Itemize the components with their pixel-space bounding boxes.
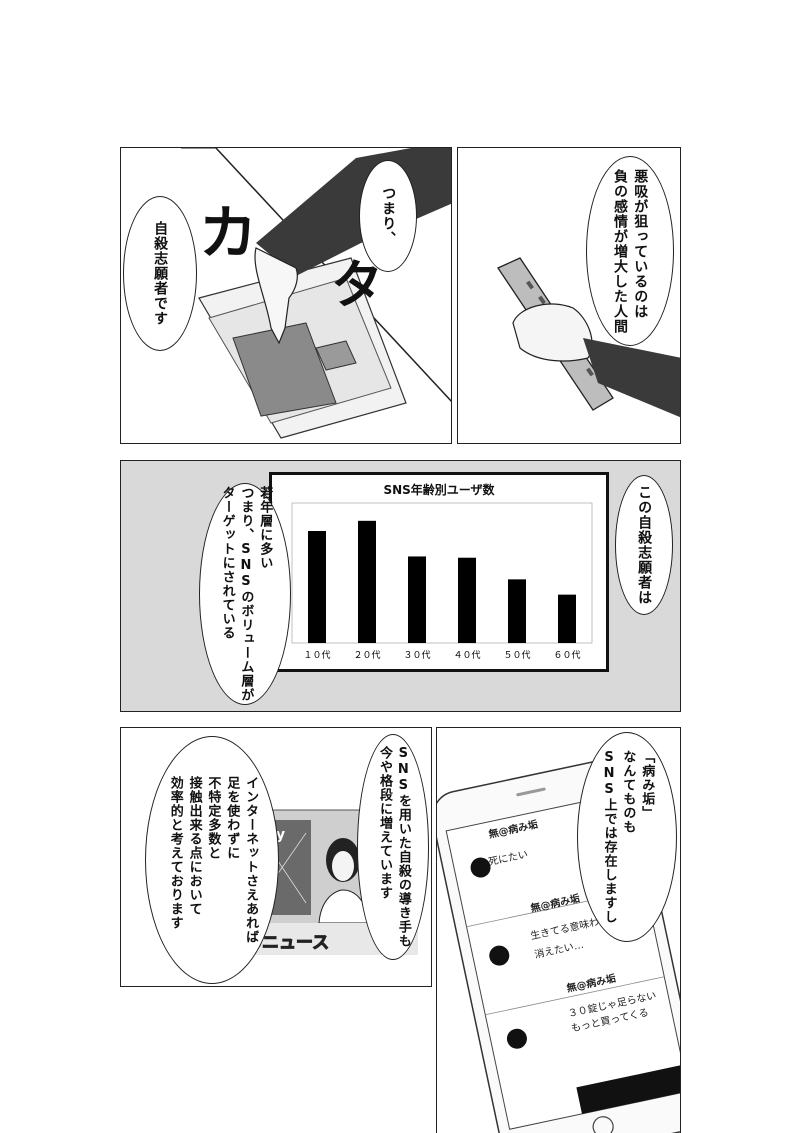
chart-bar <box>358 520 376 643</box>
chart-tick-label: ３０代 <box>403 650 430 661</box>
chart-bar <box>558 594 576 643</box>
chart-tick-label: ４０代 <box>453 650 480 661</box>
bar-chart: １０代 ２０代 ３０代 ４０代 ５０代 ６０代 <box>291 502 593 661</box>
sfx-ka: カ <box>199 199 258 267</box>
chart-title: SNS年齢別ユーザ数 <box>383 483 495 497</box>
speech-bubble-suicidal-are: この自殺志願者は <box>615 475 673 615</box>
panel-remote: 悪吸が狙っているのは 負の感情が増大した人間 <box>457 147 681 444</box>
chart-bar <box>408 556 426 643</box>
speech-text: この自殺志願者は <box>636 485 653 605</box>
chart-bar <box>308 531 326 643</box>
chart-tick-label: ５０代 <box>503 650 530 661</box>
chart-bar <box>458 557 476 643</box>
remote-illustration <box>497 257 680 418</box>
speech-bubble-sns-guides: SNSを用いた自殺の導き手も 今や格段に増えています <box>357 734 429 960</box>
panel-chart: SNS年齢別ユーザ数 １０代 ２０代 ３０代 ４０代 ５０代 ６０代 若年層に多い つまり… <box>120 460 681 712</box>
speech-text: 自殺志願者です <box>152 221 169 326</box>
speech-text: 若年層に多い つまり、SNSのボリューム層が ターゲットにされている <box>219 486 273 702</box>
speech-bubble-suicidal: 自殺志願者です <box>123 196 197 351</box>
chart-tick-label: １０代 <box>303 650 330 661</box>
speech-bubble-internet: インターネットさえあれば 足を使わずに 不特定多数と 接触出来る点において 効率… <box>145 736 279 984</box>
speech-bubble-youth: 若年層に多い つまり、SNSのボリューム層が ターゲットにされている <box>199 483 291 705</box>
panel-laptop: カ タ つまり、 自殺志願者です <box>120 147 452 444</box>
speech-text: 悪吸が狙っているのは 負の感情が増大した人間 <box>612 168 649 334</box>
speech-text: 「病み垢」 なんてものも SNS上では存在しますし <box>601 750 655 924</box>
speech-bubble-target: 悪吸が狙っているのは 負の感情が増大した人間 <box>586 156 674 346</box>
plot-area <box>291 502 593 644</box>
panel-news: day S 本日のニュース インターネットさえあれば 足を使わずに 不特定多数と… <box>120 727 432 987</box>
speech-text: SNSを用いた自殺の導き手も 今や格段に増えています <box>377 746 411 948</box>
chart-tick-label: ６０代 <box>553 650 580 661</box>
chart-frame: SNS年齢別ユーザ数 １０代 ２０代 ３０代 ４０代 ５０代 ６０代 <box>269 472 609 672</box>
speech-text: インターネットさえあれば 足を使わずに 不特定多数と 接触出来る点において 効率… <box>167 776 259 944</box>
panel-phone: 無@病み垢 死にたい 無@病み垢 生きてる意味わかんない 消えたい… 無@病み垢… <box>436 727 681 1133</box>
speech-bubble-tsumari: つまり、 <box>359 160 417 272</box>
speech-text: つまり、 <box>380 186 397 246</box>
speech-bubble-yamiaka: 「病み垢」 なんてものも SNS上では存在しますし <box>577 732 677 942</box>
chart-tick-label: ２０代 <box>353 650 380 661</box>
chart-bar <box>508 579 526 643</box>
